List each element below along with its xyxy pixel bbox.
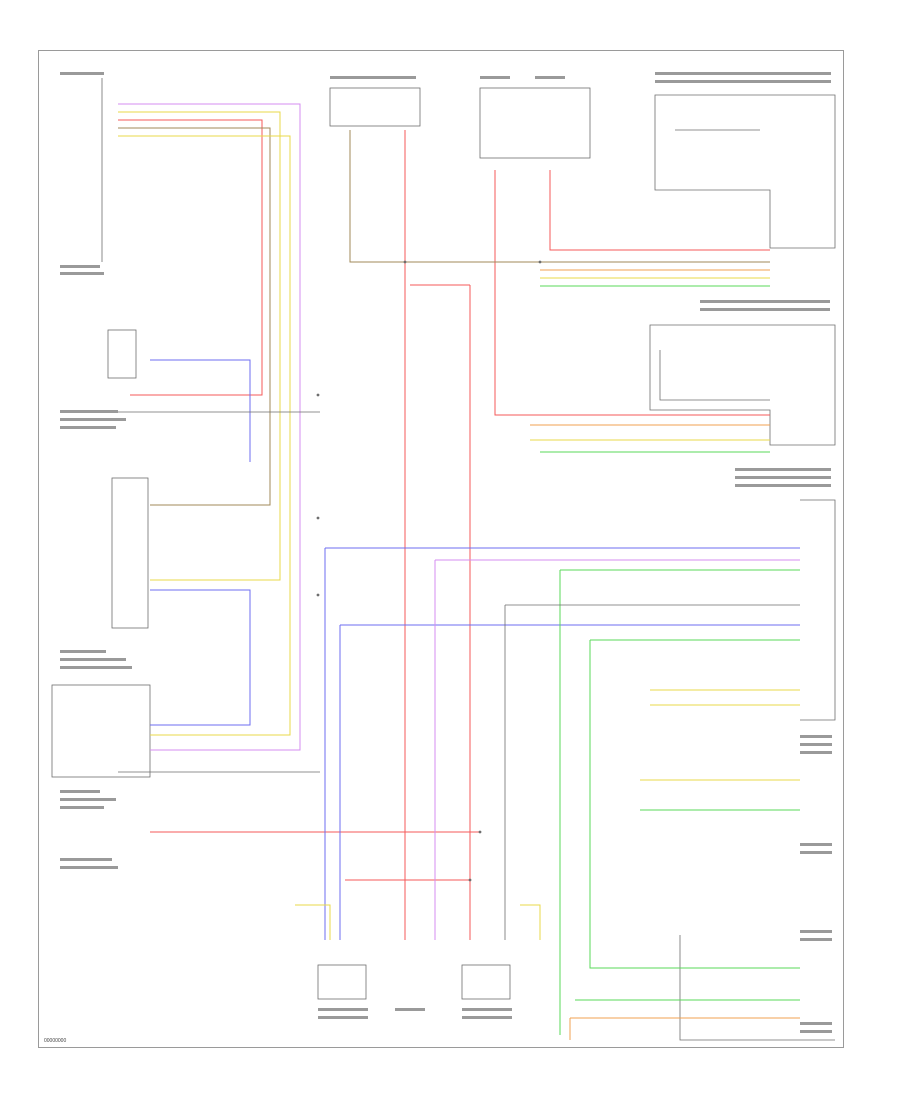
label-mark (462, 1008, 512, 1011)
junction-dot (316, 393, 320, 397)
label-mark (655, 80, 831, 83)
label-mark (800, 1030, 832, 1033)
label-mark (535, 76, 565, 79)
label-mark (60, 410, 118, 413)
label-mark (318, 1016, 368, 1019)
label-mark (800, 938, 832, 941)
sensor-box-middle-left (111, 477, 149, 629)
label-mark (60, 866, 118, 869)
label-mark (800, 1022, 832, 1025)
label-mark (800, 743, 832, 746)
label-mark (655, 72, 831, 75)
label-mark (800, 843, 832, 846)
label-mark (60, 265, 100, 268)
wire-brown-left-vertical (118, 127, 271, 506)
label-mark (60, 858, 112, 861)
wire-red-middle-right (494, 170, 770, 416)
junction-dot (538, 260, 542, 264)
sensor-box-upper-left (107, 329, 137, 379)
label-mark (700, 308, 830, 311)
junction-dot (478, 830, 482, 834)
right-module-lower-outline (800, 499, 836, 721)
label-mark (60, 806, 104, 809)
label-mark (735, 484, 831, 487)
wire-yellow-left-vertical-1 (118, 111, 281, 581)
wire-red-left-vertical (118, 119, 263, 396)
wire-harness (118, 103, 800, 1040)
wire-blue-left (150, 359, 251, 462)
label-mark (60, 72, 104, 75)
fuse-box-top (479, 87, 591, 159)
sensor-box-lower-left (51, 684, 151, 778)
component-outlines (51, 78, 836, 1041)
wire-violet-left-vertical (118, 103, 301, 751)
label-mark (60, 658, 126, 661)
wire-red-top-right (549, 170, 770, 251)
label-mark (480, 76, 510, 79)
label-mark (60, 272, 104, 275)
bottom-right-panel (679, 935, 835, 1041)
label-mark (462, 1016, 512, 1019)
diagram-code: 00000000 (44, 1038, 67, 1044)
wire-blue-left-2 (150, 589, 251, 726)
junction-dot (316, 516, 320, 520)
wire-yellow-bottom-right (520, 904, 541, 940)
wire-black-right-module-2 (659, 350, 770, 401)
label-mark (60, 790, 100, 793)
label-marks (60, 72, 832, 1033)
diagram-frame (38, 50, 844, 1048)
label-mark (318, 1008, 368, 1011)
label-mark (800, 930, 832, 933)
label-mark (700, 300, 830, 303)
label-mark (60, 798, 116, 801)
label-mark (60, 426, 116, 429)
label-mark (800, 751, 832, 754)
relay-box-top-center (329, 87, 421, 127)
label-mark (60, 650, 106, 653)
wire-yellow-bottom-left (295, 904, 331, 940)
connection-dots (316, 260, 542, 882)
label-mark (735, 476, 831, 479)
wire-brown-top-harness (349, 130, 770, 263)
junction-dot (403, 260, 407, 264)
label-mark (395, 1008, 425, 1011)
label-mark (800, 735, 832, 738)
wire-yellow-left-vertical-2 (118, 135, 291, 736)
label-mark (735, 468, 831, 471)
label-mark (800, 851, 832, 854)
junction-dot (316, 593, 320, 597)
bottom-component-left (317, 964, 367, 1000)
bottom-component-right (461, 964, 511, 1000)
label-mark (60, 418, 126, 421)
label-mark (60, 666, 132, 669)
right-module-middle-outline (649, 324, 836, 446)
right-module-top-outline (654, 94, 836, 249)
label-mark (330, 76, 416, 79)
junction-dot (468, 878, 472, 882)
wire-green-right-2-down (589, 640, 800, 969)
